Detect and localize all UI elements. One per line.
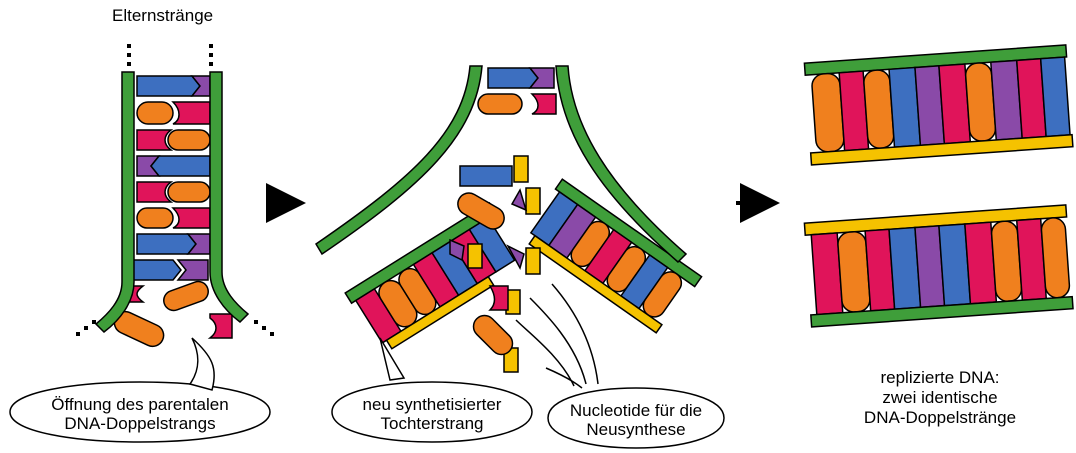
label-replicated-dna: replizierte DNA: zwei identische DNA-Dop… — [840, 368, 1040, 428]
label-replicated-line2: zwei identische — [840, 388, 1040, 408]
label-daughter-line1: neu synthetisierter — [336, 395, 528, 414]
label-opening: Öffnung des parentalen DNA-Doppelstrangs — [18, 395, 262, 433]
label-daughter-line2: Tochterstrang — [336, 414, 528, 433]
label-nucleotides-line2: Neusynthese — [552, 420, 720, 439]
panel-replication-fork — [316, 66, 702, 372]
double-strand-lower — [804, 205, 1073, 327]
label-opening-line2: DNA-Doppelstrangs — [18, 414, 262, 433]
label-parent-strands: Elternstränge — [112, 6, 213, 26]
label-nucleotides: Nucleotide für die Neusynthese — [552, 401, 720, 439]
label-replicated-line1: replizierte DNA: — [840, 368, 1040, 388]
label-replicated-line3: DNA-Doppelstränge — [840, 408, 1040, 428]
fork-top-pairs — [478, 68, 556, 114]
label-opening-line1: Öffnung des parentalen — [18, 395, 262, 414]
label-nucleotides-line1: Nucleotide für die — [552, 401, 720, 420]
double-strand-upper — [804, 45, 1072, 165]
panel-replicated-dna — [804, 45, 1073, 327]
label-daughter-strand: neu synthetisierter Tochterstrang — [336, 395, 528, 433]
panel-parental-opening — [76, 44, 274, 350]
